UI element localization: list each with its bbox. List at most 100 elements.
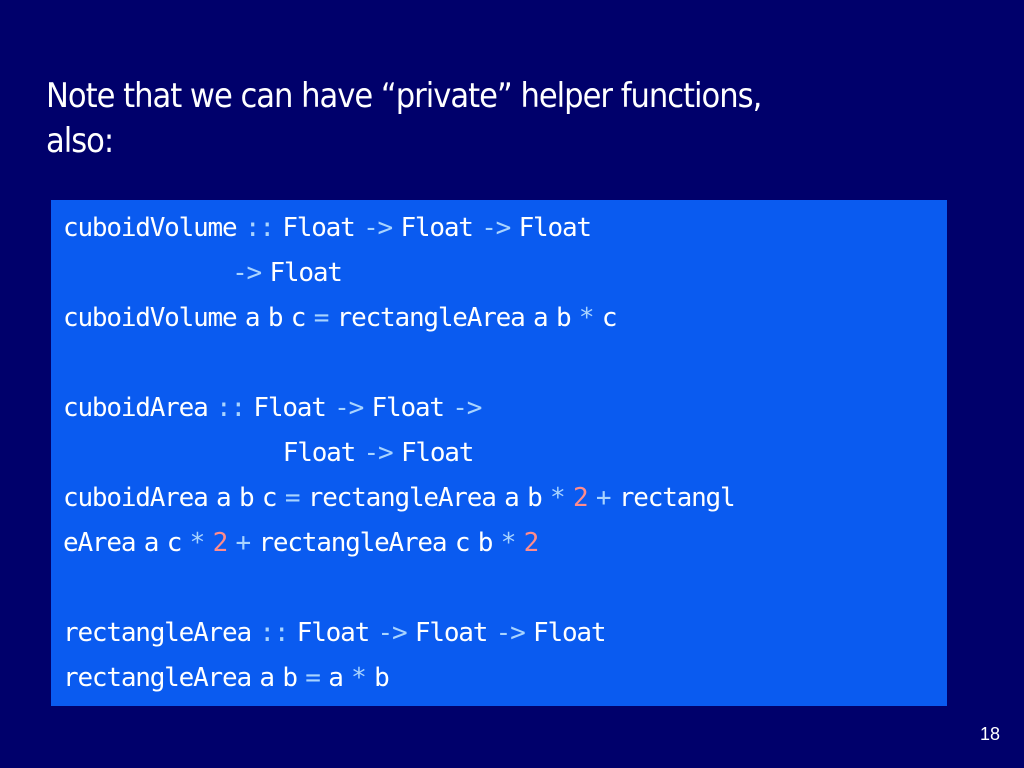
code-space bbox=[548, 303, 556, 333]
code-number: 2 bbox=[572, 483, 589, 513]
code-token: a bbox=[244, 303, 261, 333]
code-token: b bbox=[238, 483, 255, 513]
code-token: rectangleArea bbox=[63, 618, 252, 648]
code-space bbox=[253, 483, 261, 513]
code-space bbox=[366, 663, 374, 693]
code-token: c bbox=[166, 528, 183, 558]
code-operator: = bbox=[284, 483, 301, 513]
code-operator: :: bbox=[216, 393, 246, 423]
code-space bbox=[369, 618, 377, 648]
code-line: cuboidVolume a b c = rectangleArea a b *… bbox=[63, 296, 734, 341]
code-token: c bbox=[601, 303, 618, 333]
code-token: Float bbox=[533, 618, 606, 648]
code-line bbox=[63, 566, 734, 611]
code-operator: -> bbox=[481, 213, 511, 243]
code-line: eArea a c * 2 + rectangleArea c b * 2 bbox=[63, 521, 734, 566]
code-line: cuboidArea a b c = rectangleArea a b * 2… bbox=[63, 476, 736, 521]
code-token: a bbox=[259, 663, 275, 693]
code-space bbox=[328, 303, 336, 333]
code-space bbox=[288, 618, 296, 648]
code-number: 2 bbox=[523, 528, 540, 558]
code-token: cuboidVolume bbox=[63, 213, 238, 243]
code-token: Float bbox=[414, 618, 488, 648]
code-space bbox=[610, 483, 618, 513]
code-operator: = bbox=[305, 663, 321, 693]
code-line: rectangleArea :: Float -> Float -> Float bbox=[63, 611, 734, 656]
code-space bbox=[227, 528, 235, 558]
code-token: b bbox=[477, 528, 494, 558]
code-line: cuboidArea :: Float -> Float -> bbox=[63, 386, 734, 431]
code-token: a bbox=[504, 483, 520, 513]
code-space bbox=[355, 438, 363, 468]
code-token: cuboidVolume bbox=[63, 303, 238, 333]
code-operator: -> bbox=[363, 213, 393, 243]
code-space bbox=[487, 618, 495, 648]
code-space bbox=[181, 528, 189, 558]
code-space bbox=[343, 663, 351, 693]
code-token: b bbox=[267, 303, 284, 333]
code-token: c bbox=[454, 528, 471, 558]
code-operator: -> bbox=[377, 618, 408, 648]
code-space bbox=[208, 483, 216, 513]
code-operator: -> bbox=[232, 258, 262, 288]
code-space bbox=[204, 528, 212, 558]
code-token: rectangleArea bbox=[336, 303, 526, 333]
code-token: c bbox=[261, 483, 278, 513]
code-space bbox=[320, 663, 328, 693]
code-token: a bbox=[216, 483, 232, 513]
slide-title-line-2: also: bbox=[46, 121, 114, 161]
code-token: rectangleArea bbox=[307, 483, 497, 513]
code-token: a bbox=[143, 528, 160, 558]
code-token: Float bbox=[282, 438, 356, 468]
code-token: b bbox=[282, 663, 298, 693]
code-token: b bbox=[527, 483, 543, 513]
code-number: 2 bbox=[212, 528, 229, 558]
code-operator: :: bbox=[259, 618, 289, 648]
code-token: c bbox=[290, 303, 307, 333]
code-space bbox=[230, 483, 238, 513]
code-space bbox=[525, 618, 533, 648]
code-token: Float bbox=[253, 393, 326, 423]
code-token: b bbox=[555, 303, 572, 333]
code-space bbox=[587, 483, 595, 513]
code-operator: * bbox=[189, 528, 206, 558]
code-space bbox=[355, 213, 363, 243]
code-token: cuboidArea bbox=[63, 393, 209, 423]
code-token: b bbox=[374, 663, 390, 693]
code-operator: * bbox=[351, 663, 367, 693]
code-line: -> Float bbox=[63, 251, 734, 296]
code-space bbox=[259, 303, 267, 333]
code-line: rectangleArea a b = a * b bbox=[63, 656, 734, 701]
code-operator: = bbox=[313, 303, 330, 333]
code-space bbox=[406, 618, 414, 648]
code-space bbox=[542, 483, 550, 513]
code-token: rectangleArea bbox=[63, 663, 252, 693]
code-space bbox=[446, 528, 454, 558]
code-space bbox=[326, 393, 334, 423]
code-operator: * bbox=[578, 303, 595, 333]
code-token: Float bbox=[282, 213, 355, 243]
code-space bbox=[392, 438, 400, 468]
code-space bbox=[236, 303, 244, 333]
code-space bbox=[135, 528, 143, 558]
code-token: Float bbox=[400, 438, 474, 468]
code-line bbox=[63, 341, 734, 386]
code-operator: * bbox=[500, 528, 517, 558]
code-line: Float -> Float bbox=[63, 431, 734, 476]
code-space bbox=[570, 303, 578, 333]
code-space bbox=[297, 663, 305, 693]
code-space bbox=[564, 483, 572, 513]
code-space bbox=[208, 393, 216, 423]
code-token: Float bbox=[371, 393, 445, 423]
code-operator: -> bbox=[334, 393, 364, 423]
slide-title: Note that we can have “private” helper f… bbox=[46, 74, 986, 164]
code-space bbox=[496, 483, 504, 513]
slide-title-line-1: Note that we can have “private” helper f… bbox=[46, 76, 762, 116]
code-space bbox=[282, 303, 290, 333]
code-token: Float bbox=[269, 258, 342, 288]
code-token: Float bbox=[296, 618, 370, 648]
code-token: a bbox=[533, 303, 549, 333]
page-number: 18 bbox=[979, 724, 1000, 744]
code-space bbox=[519, 483, 527, 513]
code-token: eArea bbox=[63, 528, 136, 558]
